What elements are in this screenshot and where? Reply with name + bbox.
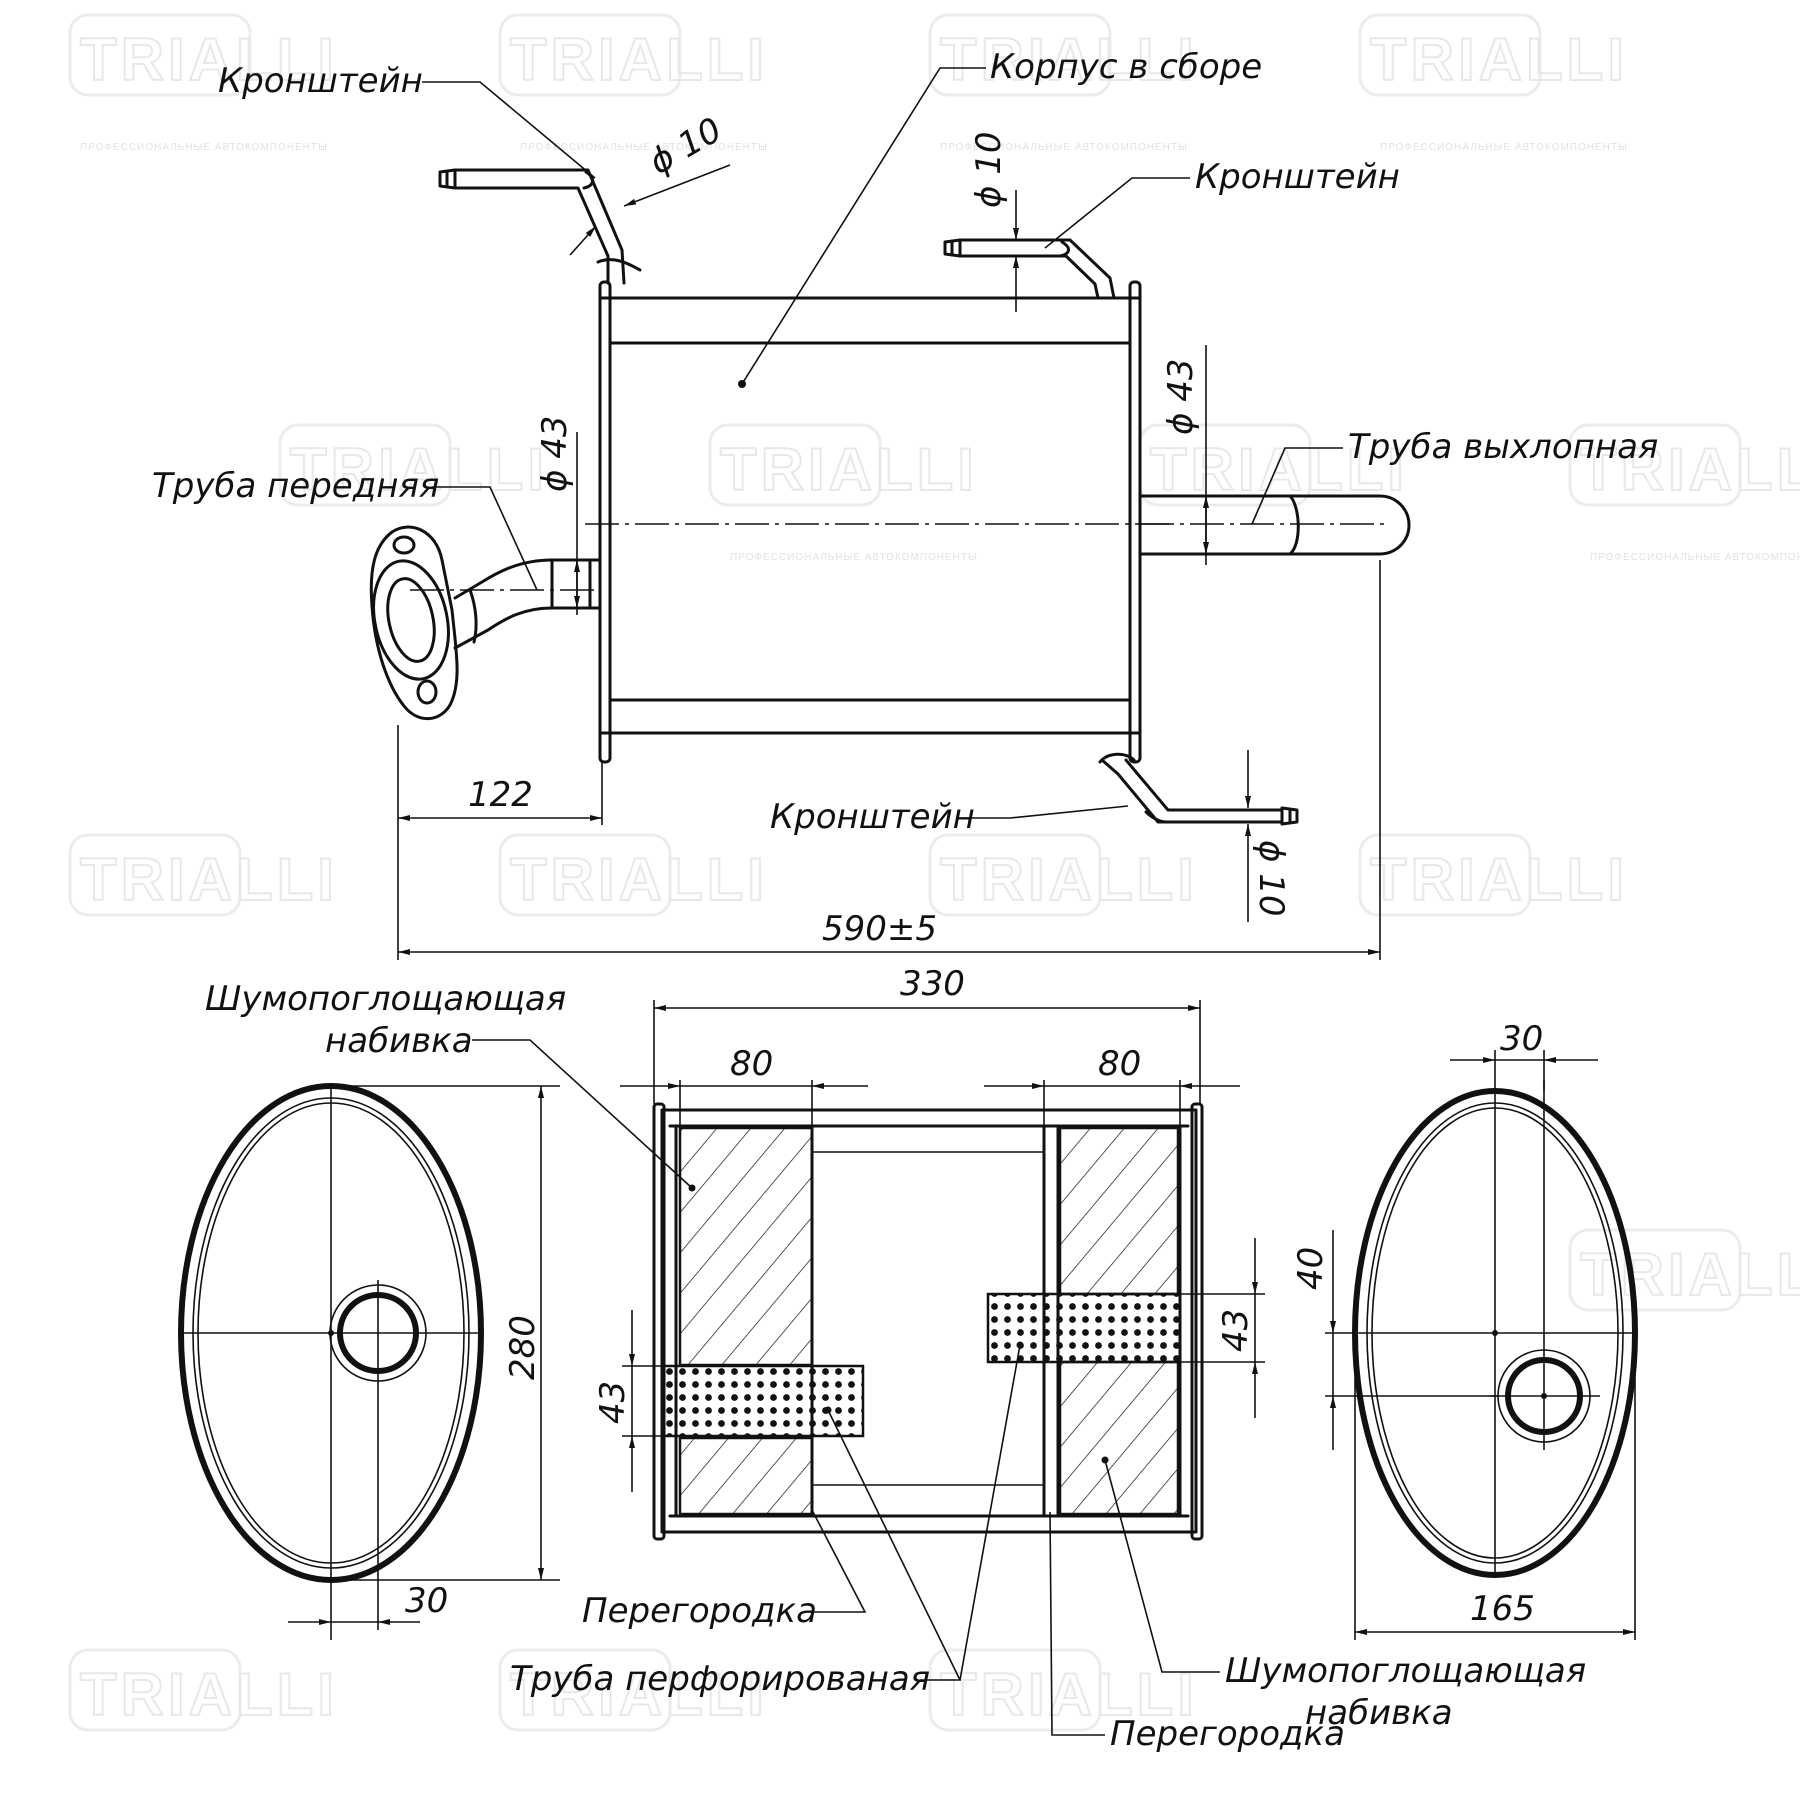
watermark-brand: TRIALLI: [940, 846, 1198, 913]
watermark-brand: TRIALLI: [1370, 846, 1628, 913]
dim-outlet: ϕ 43: [1161, 345, 1209, 565]
front-pipe: [369, 525, 602, 721]
callout-bracket-top-right: Кронштейн: [1044, 157, 1400, 249]
label: Кронштейн: [218, 61, 423, 101]
callout-sound-absorbing-2: Шумопоглощающая набивка: [1101, 1456, 1586, 1733]
dim-label: 80: [1098, 1044, 1141, 1084]
label: набивка: [325, 1021, 473, 1061]
dim-label: 30: [405, 1581, 448, 1621]
watermark-brand: TRIALLI: [80, 26, 338, 93]
label: Шумопоглощающая: [205, 979, 566, 1019]
muffler-body: [585, 280, 1175, 764]
bracket-top-left: [438, 168, 642, 285]
dim-label: 330: [900, 964, 965, 1004]
callout-baffle-2: Перегородка: [1049, 1511, 1345, 1754]
watermark: TRIALLI: [1358, 833, 1628, 917]
watermark-tagline: ПРОФЕССИОНАЛЬНЫЕ АВТОКОМПОНЕНТЫ: [520, 142, 768, 153]
callout-sound-absorbing-1: Шумопоглощающая набивка: [205, 979, 696, 1192]
watermark-brand: TRIALLI: [80, 1661, 338, 1728]
watermark: TRIALLI ПРОФЕССИОНАЛЬНЫЕ АВТОКОМПОНЕНТЫ: [498, 13, 768, 153]
bracket-top-right: [943, 238, 1116, 300]
dim-label: ϕ 10: [969, 132, 1009, 209]
watermark: TRIALLI: [1138, 423, 1408, 507]
callout-housing: Корпус в сборе: [741, 47, 1262, 385]
dim-label: ϕ 10: [1251, 840, 1291, 917]
label: Труба перфорированая: [510, 1659, 930, 1699]
callout-front-pipe: Труба передняя: [152, 466, 538, 591]
label: Кронштейн: [770, 797, 975, 837]
watermark: TRIALLI: [68, 1648, 338, 1732]
dim-label: 30: [1500, 1019, 1543, 1059]
watermark-brand: TRIALLI: [510, 846, 768, 913]
watermark-tagline: ПРОФЕССИОНАЛЬНЫЕ АВТОКОМПОНЕНТЫ: [1380, 142, 1628, 153]
watermark: TRIALLI: [928, 1648, 1198, 1732]
watermark: TRIALLI ПРОФЕССИОНАЛЬНЫЕ АВТОКОМПОНЕНТЫ: [1358, 13, 1628, 153]
watermark-tagline: ПРОФЕССИОНАЛЬНЫЕ АВТОКОМПОНЕНТЫ: [940, 142, 1188, 153]
watermark: TRIALLI ПРОФЕССИОНАЛЬНЫЕ АВТОКОМПОНЕНТЫ: [708, 423, 978, 563]
label: Корпус в сборе: [990, 47, 1262, 87]
label: набивка: [1305, 1693, 1453, 1733]
watermark-brand: TRIALLI: [1580, 436, 1800, 503]
dim-label: ϕ 10: [643, 110, 729, 183]
watermark-brand: TRIALLI: [510, 26, 768, 93]
outlet-end-view: 30 40 165: [1291, 1019, 1638, 1640]
exhaust-pipe: [1138, 494, 1411, 556]
watermark: TRIALLI: [498, 1648, 768, 1732]
watermark: TRIALLI: [1568, 1228, 1800, 1312]
dim-bracket-3: ϕ 10: [1245, 750, 1291, 922]
watermark-brand: TRIALLI: [80, 846, 338, 913]
watermark-brand: TRIALLI: [940, 26, 1198, 93]
label: Перегородка: [1110, 1714, 1345, 1754]
callout-perforated-pipe: Труба перфорированая: [510, 1341, 1024, 1699]
callout-baffle-1: Перегородка: [582, 1509, 867, 1631]
callout-bracket-top-left: Кронштейн: [218, 61, 596, 179]
inlet-end-view: 280 30: [178, 1083, 560, 1640]
dim-label: 43: [1216, 1309, 1256, 1352]
label: Шумопоглощающая: [1225, 1651, 1586, 1691]
dim-label: 280: [503, 1315, 543, 1380]
top-view: ϕ 10 ϕ 10 ϕ 10 ϕ 43 ϕ 43: [152, 47, 1658, 960]
watermark: TRIALLI: [498, 833, 768, 917]
dim-label: ϕ 43: [1161, 359, 1201, 436]
watermark-brand: TRIALLI: [1150, 436, 1408, 503]
dim-inlet: ϕ 43: [535, 416, 580, 615]
watermark: TRIALLI: [68, 833, 338, 917]
dim-inlet-length: 122: [397, 725, 603, 960]
cross-section-view: 330 80 80 43 43 Шумопоглощающая набивка: [205, 964, 1586, 1754]
watermark-brand: TRIALLI: [1370, 26, 1628, 93]
watermark-tagline: ПРОФЕССИОНАЛЬНЫЕ АВТОКОМПОНЕНТЫ: [1590, 552, 1800, 563]
label: Труба выхлопная: [1348, 427, 1658, 467]
watermark-tagline: ПРОФЕССИОНАЛЬНЫЕ АВТОКОМПОНЕНТЫ: [80, 142, 328, 153]
watermark-brand: TRIALLI: [510, 1661, 768, 1728]
watermark-brand: TRIALLI: [720, 436, 978, 503]
callout-bracket-bottom: Кронштейн: [770, 797, 1129, 837]
dim-label: 43: [593, 1381, 633, 1424]
dim-bracket-2: ϕ 10: [969, 132, 1019, 312]
bracket-bottom: [1098, 752, 1299, 826]
callout-exhaust: Труба выхлопная: [1251, 427, 1658, 525]
watermark: TRIALLI: [278, 423, 548, 507]
watermark-layer: TRIALLI ПРОФЕССИОНАЛЬНЫЕ АВТОКОМПОНЕНТЫ …: [68, 13, 1800, 1732]
watermark-tagline: ПРОФЕССИОНАЛЬНЫЕ АВТОКОМПОНЕНТЫ: [730, 552, 978, 563]
dim-label: 165: [1470, 1589, 1535, 1629]
watermark: TRIALLI: [928, 833, 1198, 917]
watermark: TRIALLI ПРОФЕССИОНАЛЬНЫЕ АВТОКОМПОНЕНТЫ: [68, 13, 338, 153]
label: Перегородка: [582, 1591, 817, 1631]
label: Труба передняя: [152, 466, 439, 506]
dim-label: 40: [1291, 1247, 1331, 1290]
dim-label: 80: [730, 1044, 773, 1084]
dim-label: ϕ 43: [535, 416, 575, 493]
watermark-brand: TRIALLI: [940, 1661, 1198, 1728]
label: Кронштейн: [1195, 157, 1400, 197]
watermark: TRIALLI ПРОФЕССИОНАЛЬНЫЕ АВТОКОМПОНЕНТЫ: [1568, 423, 1800, 563]
watermark: TRIALLI ПРОФЕССИОНАЛЬНЫЕ АВТОКОМПОНЕНТЫ: [928, 13, 1198, 153]
watermark-brand: TRIALLI: [290, 436, 548, 503]
dim-overall-length: 590±5: [398, 560, 1381, 960]
dim-label: 590±5: [822, 909, 937, 949]
dim-label: 122: [468, 775, 533, 815]
